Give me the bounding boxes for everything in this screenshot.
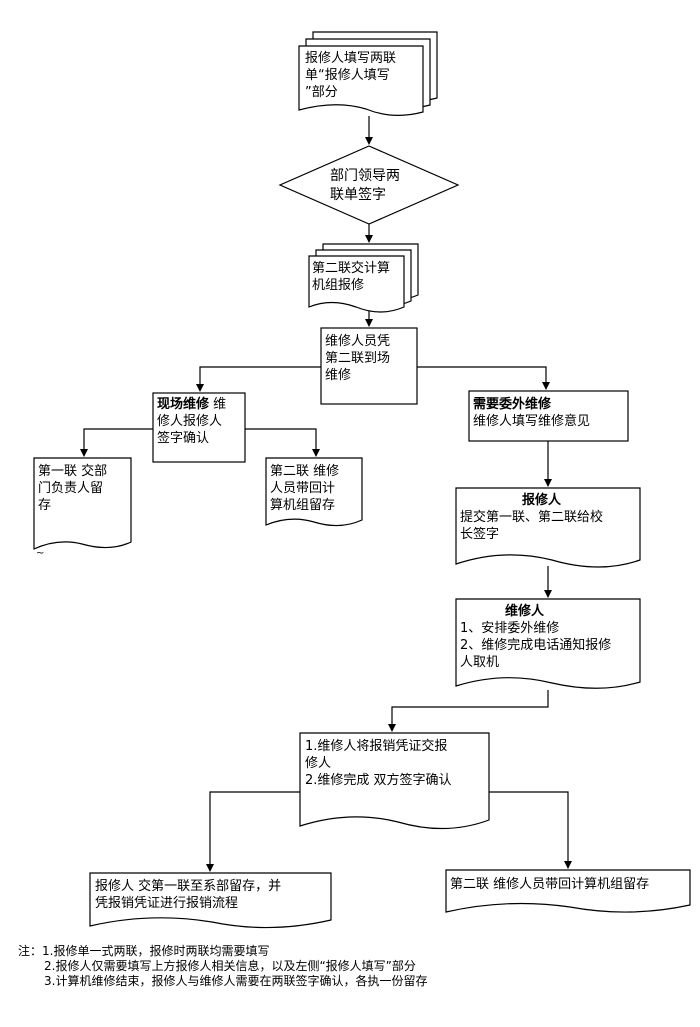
document-shape (455, 487, 641, 568)
node-line: 凭报销凭证进行报销流程 (95, 896, 239, 911)
node-title: 报修人 (522, 493, 562, 508)
process-box (152, 392, 246, 463)
connector-arrow (80, 428, 153, 457)
node-line: 维修人填写维修意见 (473, 414, 591, 429)
node-line: 算机组留存 (270, 498, 336, 513)
node-fill-form: 报修人填写两联 单“报修人填写 ”部分 (305, 50, 396, 101)
multi-document-shape (308, 243, 419, 313)
node-onsite-repair: 现场维修 维 修人报修人 签字确认 (157, 396, 245, 447)
document-shape (89, 872, 332, 929)
svg-text:~: ~ (36, 548, 44, 559)
document-shape (265, 457, 363, 527)
connector-arrow (206, 791, 300, 872)
process-box (468, 390, 629, 442)
document-shape (455, 598, 641, 689)
node-line: 第二联 维修 (270, 464, 340, 479)
node-copy2-to-it: 第二联交计算 机组报修 (312, 260, 390, 294)
node-outsource: 需要委外维修 维修人填写维修意见 (473, 396, 590, 430)
node-line: 2.维修完成 双方签字确认 (305, 773, 452, 788)
node-copy2-it: 第二联 维修 人员带回计 算机组留存 (270, 463, 339, 514)
node-line: 维修人员凭 (325, 334, 391, 349)
node-line: 第二联到场 (325, 351, 391, 366)
node-line: 报修人 交第一联至系部留存，并 (95, 879, 282, 894)
note-item: 3.计算机维修结束，报修人与维修人需要在两联签字确认，各执一份留存 (44, 974, 428, 988)
multi-document-shape (298, 31, 438, 116)
node-line: 部门领导两 (330, 168, 400, 184)
node-line: 存 (38, 498, 52, 513)
node-line: 修人 (305, 756, 332, 771)
document-shape (445, 869, 691, 913)
footnotes: 注：1.报修单一式两联，报修时两联均需要填写 2.报修人仅需要填写上方报修人相关… (18, 944, 427, 989)
node-copy1-dept: 第一联 交部 门负责人留 存 (38, 463, 107, 514)
node-line: 长签字 (460, 527, 500, 542)
connector-arrow (245, 428, 320, 457)
document-shape (299, 732, 490, 830)
node-line: ”部分 (305, 85, 338, 100)
node-title: 现场维修 (157, 397, 210, 412)
connector-arrow (388, 690, 549, 732)
note-item: 1.报修单一式两联，报修时两联均需要填写 (42, 944, 270, 958)
node-line: 联单签字 (330, 187, 386, 203)
node-line: 维修 (325, 368, 352, 383)
node-final-copy2: 第二联 维修人员带回计算机组留存 (450, 876, 649, 893)
node-reporter: 报修人 提交第一联、第二联给校 长签字 (460, 492, 603, 543)
document-shape (33, 457, 132, 550)
connector-arrow (489, 791, 572, 869)
connector-arrow (417, 366, 550, 390)
node-line: 2、维修完成电话通知报修 (460, 638, 612, 653)
node-line: 修人报修人 (157, 414, 223, 429)
node-line: 提交第一联、第二联给校 (460, 510, 604, 525)
node-line: 人员带回计 (270, 481, 336, 496)
node-line: 1、安排委外维修 (460, 621, 560, 636)
node-line: 维 (213, 397, 227, 412)
node-line: 签字确认 (157, 431, 210, 446)
node-line: 单“报修人填写 (305, 68, 390, 83)
node-line: 门负责人留 (38, 481, 104, 496)
node-title: 维修人 (505, 604, 545, 619)
notes-prefix: 注： (18, 944, 43, 958)
process-box (320, 327, 418, 405)
node-voucher: 1.维修人将报销凭证交报 修人 2.维修完成 双方签字确认 (305, 738, 452, 789)
node-line: 第一联 交部 (38, 464, 108, 479)
node-line: 第二联交计算 (312, 261, 391, 276)
node-line: 机组报修 (312, 278, 365, 293)
node-title: 需要委外维修 (473, 397, 552, 412)
node-line: 第二联 维修人员带回计算机组留存 (450, 877, 650, 892)
node-repairer: 维修人 1、安排委外维修 2、维修完成电话通知报修 人取机 (460, 603, 611, 671)
connector-arrow (196, 366, 321, 392)
node-line: 报修人填写两联 (305, 51, 397, 66)
note-item: 2.报修人仅需要填写上方报修人相关信息，以及左侧“报修人填写”部分 (44, 959, 416, 973)
node-dept-sign: 部门领导两 联单签字 (330, 167, 400, 205)
node-line: 人取机 (460, 655, 500, 670)
node-line: 1.维修人将报销凭证交报 (305, 739, 448, 754)
node-staff-onsite: 维修人员凭 第二联到场 维修 (325, 333, 390, 384)
node-final-reporter: 报修人 交第一联至系部留存，并 凭报销凭证进行报销流程 (95, 878, 281, 912)
